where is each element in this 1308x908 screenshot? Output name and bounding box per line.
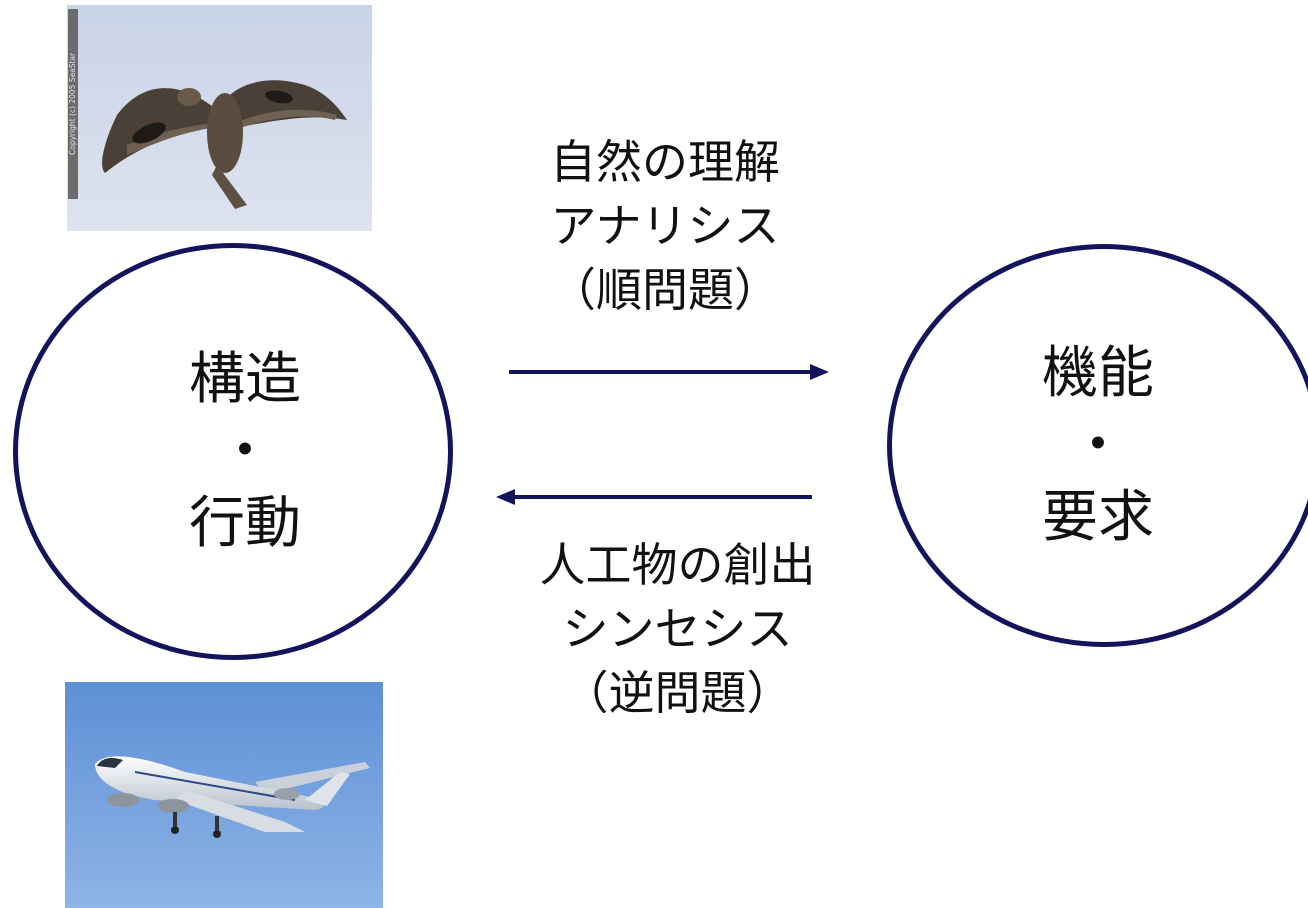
creating-artifacts-label: 人工物の創出 [539, 538, 816, 592]
bird-photo: Copyright (c) 2005 SeaStar [67, 5, 372, 231]
structure-label: 構造 [189, 346, 301, 412]
structure-behavior-node: 構造 ・ 行動 [13, 243, 453, 660]
requirement-label: 要求 [1042, 484, 1154, 550]
left-node-separator: ・ [217, 418, 273, 484]
function-requirement-node: 機能 ・ 要求 [887, 244, 1308, 647]
inverse-problem-label: （逆問題） [562, 666, 793, 720]
analysis-label: アナリシス [550, 199, 780, 253]
right-node-separator: ・ [1070, 412, 1126, 478]
forward-problem-label: （順問題） [550, 263, 780, 317]
inverse-arrow [496, 489, 812, 505]
forward-arrow [509, 364, 829, 380]
understanding-nature-label: 自然の理解 [550, 135, 780, 189]
forward-problem-caption: 自然の理解 アナリシス （順問題） [505, 130, 825, 322]
airplane-photo [65, 682, 383, 908]
function-label: 機能 [1042, 340, 1154, 406]
behavior-label: 行動 [189, 490, 301, 556]
synthesis-label: シンセシス [562, 602, 793, 656]
inverse-problem-caption: 人工物の創出 シンセシス （逆問題） [505, 533, 850, 725]
